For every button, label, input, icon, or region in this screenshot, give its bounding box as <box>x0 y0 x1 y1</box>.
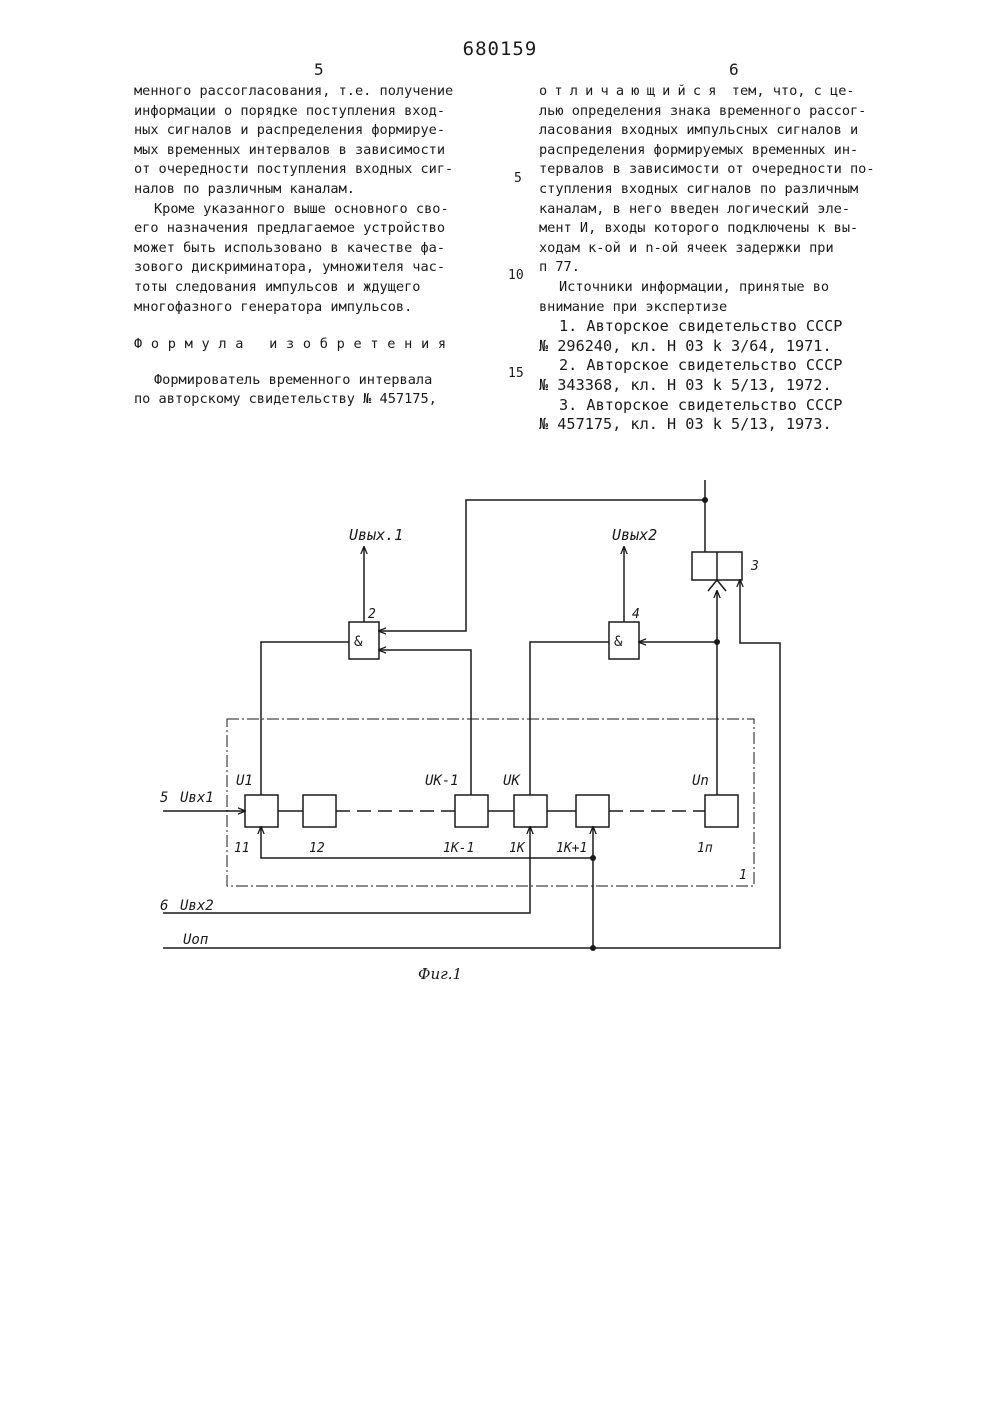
tap-un-label: Un <box>692 773 709 789</box>
cell-label: 11 <box>234 841 250 856</box>
delay-cell-k <box>514 795 547 827</box>
and-symbol: & <box>614 634 623 650</box>
cell-label: 1К+1 <box>556 841 587 856</box>
tap-u1-label: U1 <box>236 773 253 789</box>
figure-caption: Фиг.1 <box>418 965 462 983</box>
output-2-label: Uвых2 <box>612 526 657 544</box>
delay-cell-k-1 <box>455 795 488 827</box>
reference-voltage-label: Uоп <box>183 932 208 948</box>
delay-cell-k+1 <box>576 795 609 827</box>
block-4-number: 4 <box>632 607 640 622</box>
cell-label: 12 <box>309 841 325 856</box>
cell-label: 1К-1 <box>443 841 474 856</box>
delay-cell-1 <box>245 795 278 827</box>
block-3-number: 3 <box>750 559 759 574</box>
input-2-label: Uвх2 <box>180 898 214 914</box>
tap-uk-1-label: UК-1 <box>425 773 459 789</box>
delay-line-boundary <box>227 719 754 886</box>
and-symbol: & <box>354 634 363 650</box>
output-1-label: Uвых.1 <box>349 526 403 544</box>
input-2-number: 6 <box>160 898 168 914</box>
delay-cell-2 <box>303 795 336 827</box>
tap-uk-label: UК <box>503 773 521 789</box>
input-1-label: Uвх1 <box>180 790 214 806</box>
block-2-number: 2 <box>368 607 376 622</box>
block-1-number: 1 <box>739 868 747 883</box>
delay-cell-n <box>705 795 738 827</box>
cell-label: 1п <box>697 841 713 856</box>
input-1-number: 5 <box>160 790 168 806</box>
cell-label: 1К <box>509 841 526 856</box>
